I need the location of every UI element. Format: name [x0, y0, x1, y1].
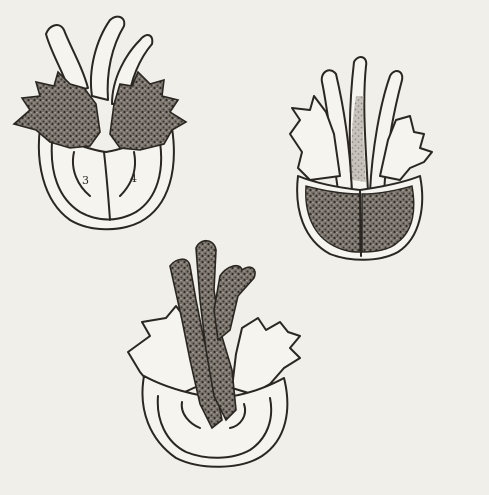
heart-panel-1: 3 4 [14, 17, 186, 230]
heart-1-atrium-right [110, 72, 186, 150]
heart-1-chamber-label-3: 3 [82, 174, 89, 187]
heart-panel-3 [128, 241, 300, 467]
heart-1-chamber-label-4: 4 [130, 172, 137, 185]
heart-2-septum [360, 190, 361, 256]
heart-panel-2 [290, 57, 432, 260]
heart-3-atrium-right [232, 318, 300, 394]
